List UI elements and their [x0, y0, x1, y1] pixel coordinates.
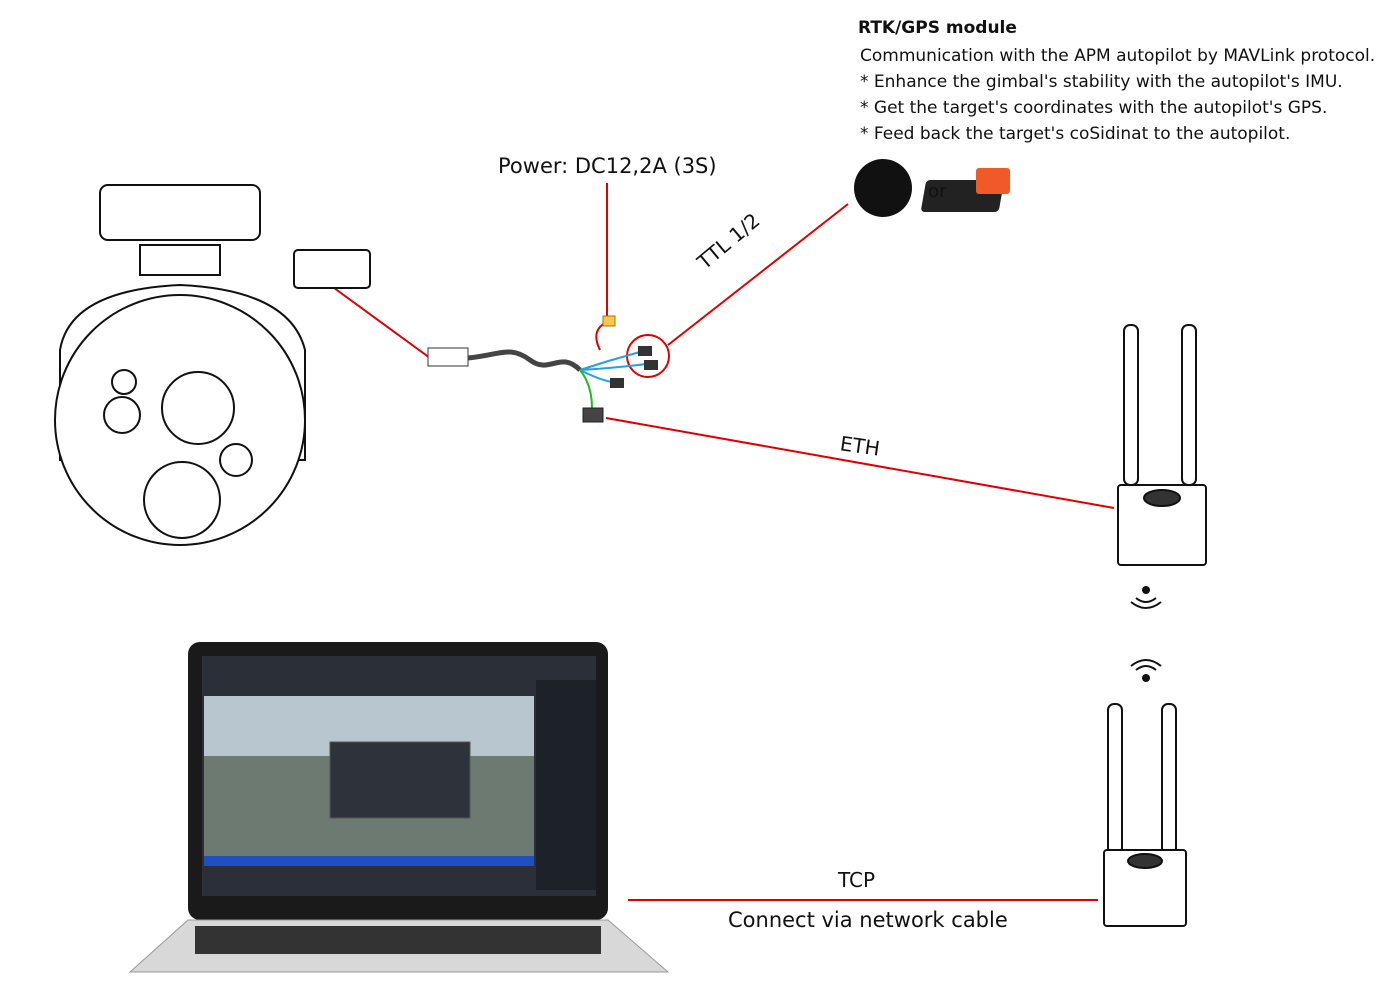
rtk-module-title: RTK/GPS module [858, 18, 1017, 38]
wireless-signal-icon [1130, 586, 1162, 682]
tcp-label: TCP [838, 868, 876, 892]
ground-radio [1103, 703, 1187, 927]
cable-harness [427, 315, 658, 423]
autopilot-icon [921, 168, 1010, 212]
rtk-feature-feedback: * Feed back the target's coSidinat to th… [860, 124, 1291, 144]
gps-puck-icon [854, 159, 912, 217]
ttl-line [667, 203, 849, 346]
connection-lines [329, 183, 1115, 901]
or-label: or [928, 181, 947, 202]
network-cable-label: Connect via network cable [728, 908, 1008, 932]
eth-line [605, 417, 1115, 509]
gimbal-cable [329, 284, 431, 359]
rtk-feature-gps: * Get the target's coordinates with the … [860, 98, 1328, 118]
gimbal-camera [54, 184, 371, 546]
laptop [128, 642, 670, 973]
air-radio [1117, 324, 1207, 566]
rtk-feature-imu: * Enhance the gimbal's stability with th… [860, 72, 1343, 92]
rtk-description-line: Communication with the APM autopilot by … [860, 46, 1376, 66]
power-label: Power: DC12,2A (3S) [498, 154, 717, 178]
